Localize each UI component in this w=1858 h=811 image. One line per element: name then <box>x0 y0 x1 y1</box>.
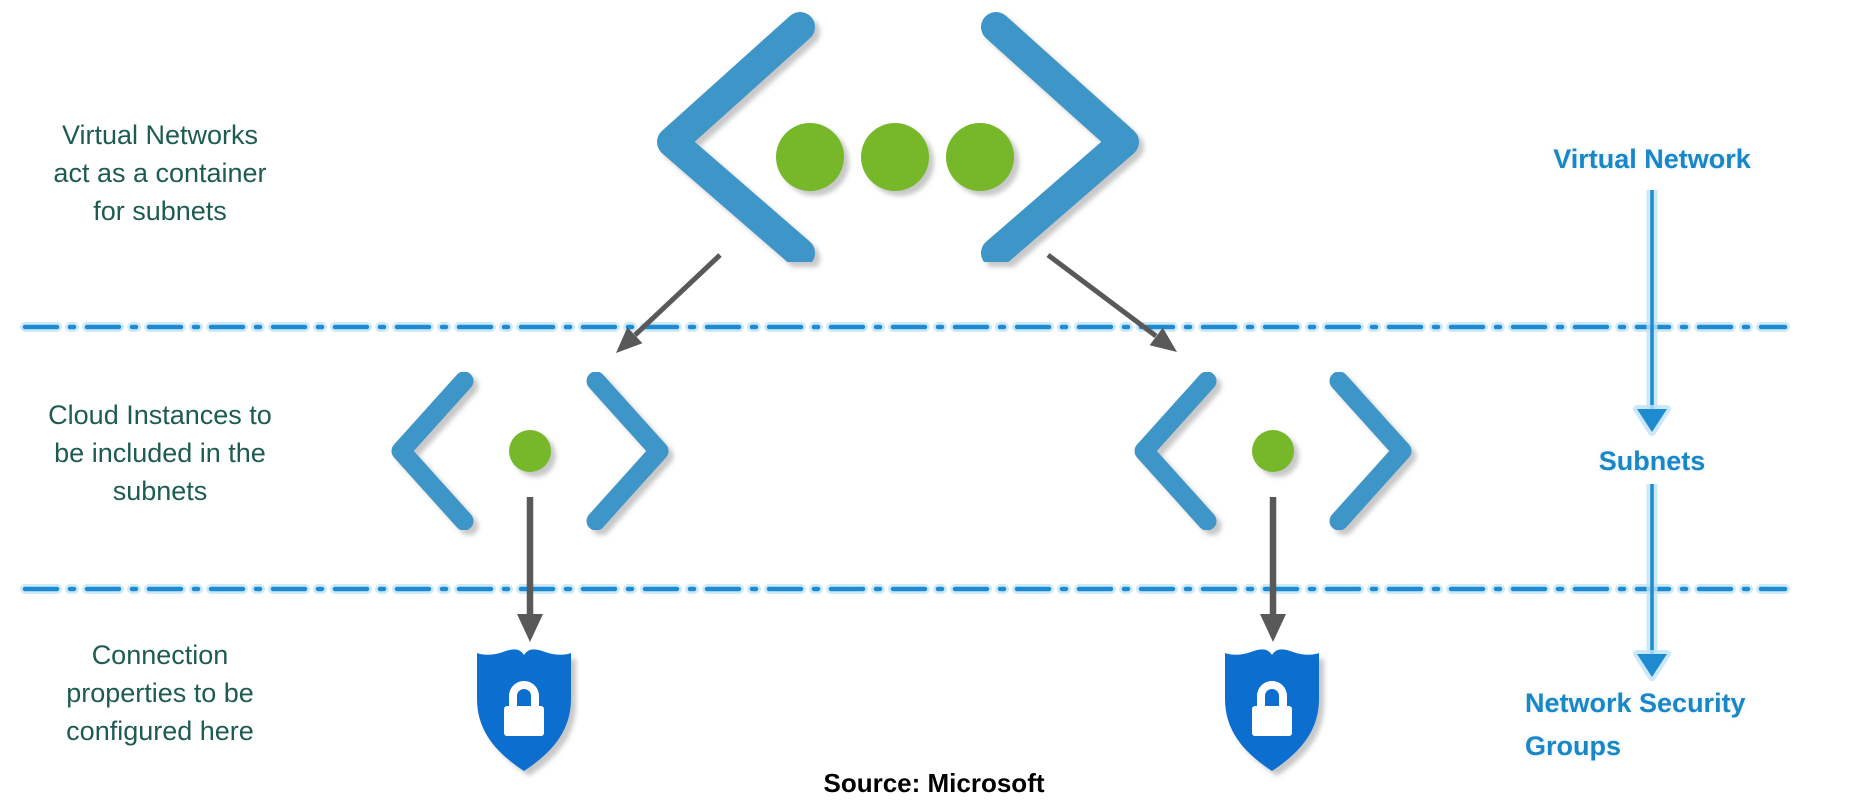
subnet-dot-icon <box>509 430 551 472</box>
network-security-groups-label: Network Security Groups <box>1525 682 1815 768</box>
annotation-line: be included in the <box>54 438 266 468</box>
subnet-right-bracket-icon <box>1329 372 1412 530</box>
virtual-network-label: Virtual Network <box>1553 144 1751 174</box>
annotation-connection-properties: Connection properties to be configured h… <box>5 636 315 750</box>
vnet-dot-2-icon <box>861 123 929 191</box>
arrowhead-blue-2-icon <box>1637 654 1667 677</box>
annotation-vnet-container: Virtual Networks act as a container for … <box>5 116 315 230</box>
annotation-line: Connection <box>91 640 229 670</box>
annotation-line: properties to be <box>66 678 254 708</box>
annotation-line: act as a container <box>53 158 267 188</box>
subnet-left-icon <box>390 372 670 530</box>
subnet-right-bracket-icon <box>586 372 669 530</box>
annotation-line: for subnets <box>93 196 227 226</box>
arrowhead-left-diagonal-icon <box>616 327 643 353</box>
annotation-cloud-instances: Cloud Instances to be included in the su… <box>5 396 315 510</box>
arrowhead-right-diagonal-icon <box>1149 327 1177 352</box>
lock-icon <box>504 706 544 736</box>
nsg-label-line: Groups <box>1525 731 1622 761</box>
virtual-network-icon <box>650 12 1140 262</box>
subnet-dot-icon <box>1252 430 1294 472</box>
nsg-shield-right-icon <box>1222 644 1322 775</box>
annotation-line: Virtual Networks <box>61 120 259 150</box>
arrow-vnet-to-left-subnet <box>633 253 722 337</box>
lock-shackle-icon <box>509 681 539 708</box>
annotation-line: subnets <box>112 476 208 506</box>
annotation-line: configured here <box>66 716 254 746</box>
arrowhead-left-vertical-icon <box>517 614 543 642</box>
subnets-label: Subnets <box>1598 446 1706 476</box>
source-caption: Source: Microsoft <box>823 768 1045 798</box>
arrowhead-right-vertical-icon <box>1260 614 1286 642</box>
lock-icon <box>1252 706 1292 736</box>
vnet-dot-3-icon <box>946 123 1014 191</box>
nsg-label-line: Network Security <box>1525 688 1746 718</box>
arrow-vnet-to-right-subnet <box>1046 253 1158 338</box>
vnet-dot-1-icon <box>776 123 844 191</box>
nsg-shield-left-icon <box>474 644 574 775</box>
subnet-right-icon <box>1133 372 1413 530</box>
subnet-left-bracket-icon <box>391 372 474 530</box>
lock-shackle-icon <box>1257 681 1287 708</box>
vnet-right-bracket-icon <box>981 12 1139 262</box>
arrowhead-blue-1-icon <box>1637 409 1667 432</box>
vnet-left-bracket-icon <box>657 12 815 262</box>
annotation-line: Cloud Instances to <box>48 400 272 430</box>
subnet-left-bracket-icon <box>1134 372 1217 530</box>
